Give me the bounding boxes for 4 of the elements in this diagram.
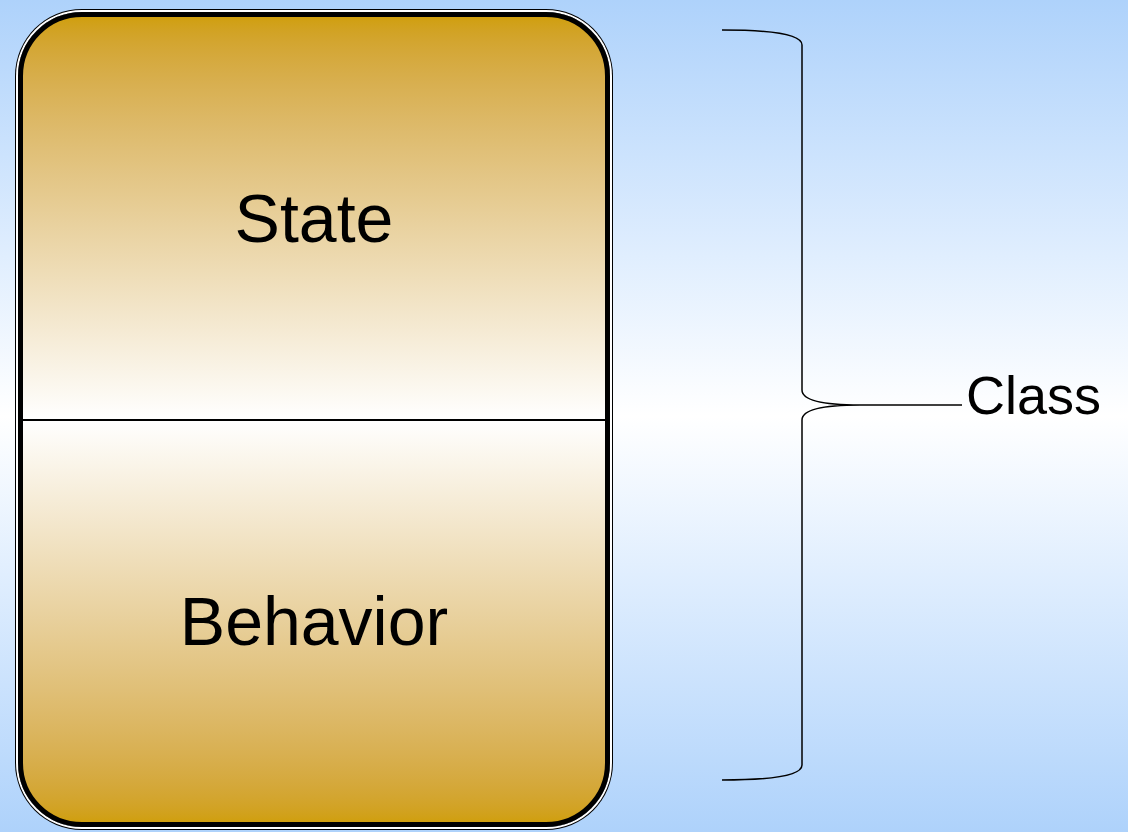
rounded-box xyxy=(18,12,610,827)
section-label: State xyxy=(234,183,394,252)
section-label: Behavior xyxy=(179,587,449,656)
brace-label: Class xyxy=(966,368,1102,422)
